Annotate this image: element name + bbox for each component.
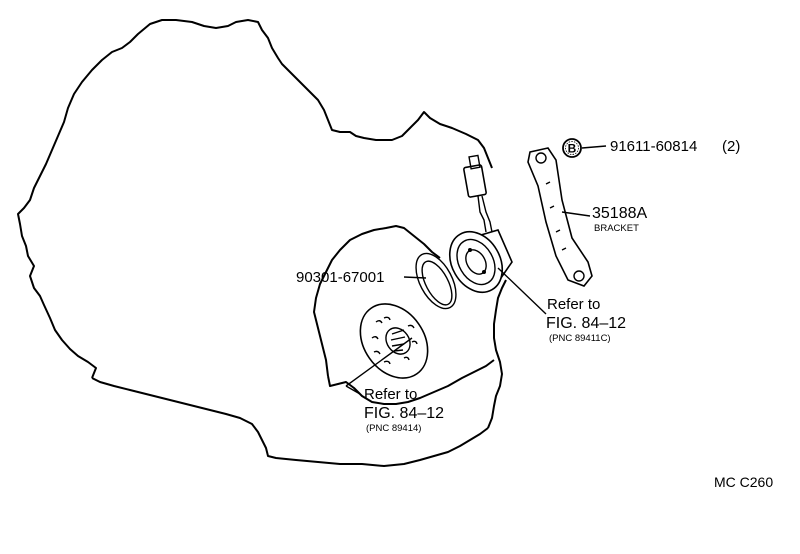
bolt-symbol: B [562,138,582,158]
ref-upper-line2: FIG. 84–12 [546,315,626,332]
ref-lower-pnc: (PNC 89414) [366,423,421,434]
ref-lower-line1: Refer to [364,386,417,403]
ref-upper-pnc: (PNC 89411C) [549,333,611,344]
bracket [527,147,593,287]
bolt-quantity: (2) [722,138,740,155]
leader-lines [345,145,607,395]
bracket-part-number: 35188A [592,205,647,222]
bracket-name: BRACKET [594,223,639,234]
ref-lower-line2: FIG. 84–12 [364,405,444,422]
figure-code: MC C260 [714,474,773,490]
ref-upper-line1: Refer to [547,296,600,313]
gasket-part-number: 90301-67001 [296,269,384,286]
transmission-case-outline [17,19,507,467]
pulse-generator [448,154,513,293]
bolt-part-number: 91611-60814 [610,138,697,155]
rotor-gear [359,303,429,379]
bolt-symbol-letter: B [568,142,577,156]
gasket-ring [415,252,457,310]
